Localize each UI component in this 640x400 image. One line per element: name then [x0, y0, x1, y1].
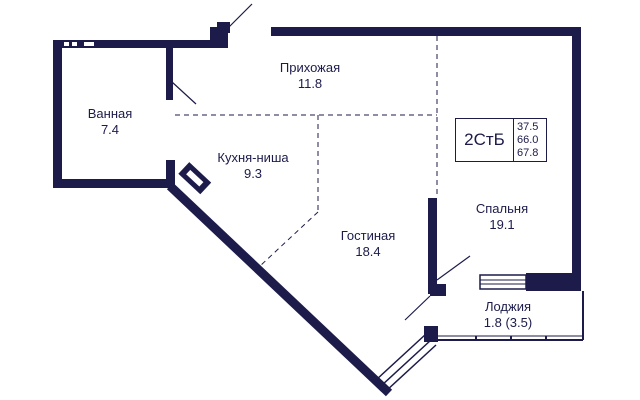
wall-right: [572, 27, 581, 291]
room-bedroom: Спальня 19.1: [476, 201, 528, 233]
wall-bedroom-stub: [430, 284, 446, 296]
vent-shaft: [178, 162, 212, 195]
bedroom-door: [436, 255, 471, 281]
door-swings: [171, 3, 471, 321]
room-area: 9.3: [243, 166, 263, 181]
wall-loggia-left: [424, 326, 438, 342]
wall-bath-right: [166, 48, 173, 100]
zone-dividers: [175, 36, 438, 267]
room-kitchen: Кухня-ниша 9.3: [217, 150, 288, 182]
walls: [53, 22, 581, 342]
room-name: Прихожая: [279, 60, 341, 75]
type-code: 2СтБ: [456, 119, 514, 161]
apartment-type-badge: 2СтБ 37.5 66.0 67.8: [455, 118, 547, 162]
room-name: Гостиная: [340, 228, 396, 243]
total-area: 66.0: [517, 133, 539, 146]
wall-bath-top: [53, 40, 228, 48]
wall-bath-bottom: [53, 179, 175, 188]
area-list: 37.5 66.0 67.8: [514, 119, 546, 161]
room-name: Кухня-ниша: [217, 150, 289, 165]
total-area-with-loggia: 67.8: [517, 146, 539, 159]
room-name: Спальня: [475, 201, 529, 216]
room-area: 18.4: [355, 244, 381, 259]
room-area: 11.8: [297, 76, 323, 91]
loggia-window: [375, 333, 437, 392]
loggia-door: [404, 295, 431, 321]
bath-window: [64, 42, 94, 46]
living-area: 37.5: [517, 120, 539, 133]
room-name: Лоджия: [484, 299, 532, 314]
wall-bath-right-lower: [166, 160, 175, 188]
bath-door: [171, 81, 197, 105]
room-bathroom: Ванная 7.4: [88, 106, 133, 138]
room-area: 1.8 (3.5): [483, 315, 533, 330]
room-loggia: Лоджия 1.8 (3.5): [484, 299, 532, 331]
wall-loggia-corner: [526, 273, 581, 291]
wall-bedroom: [428, 198, 437, 294]
wall-diagonal: [166, 182, 393, 397]
loggia-outline: [438, 274, 584, 341]
room-name: Ванная: [87, 106, 133, 121]
entry-door: [228, 3, 253, 28]
wall-top: [271, 27, 580, 36]
wall-stub-top: [217, 22, 230, 33]
room-living: Гостиная 18.4: [341, 228, 396, 260]
room-area: 7.4: [100, 122, 120, 137]
room-hallway: Прихожая 11.8: [280, 60, 340, 92]
room-area: 19.1: [489, 217, 515, 232]
wall-left: [53, 40, 62, 188]
